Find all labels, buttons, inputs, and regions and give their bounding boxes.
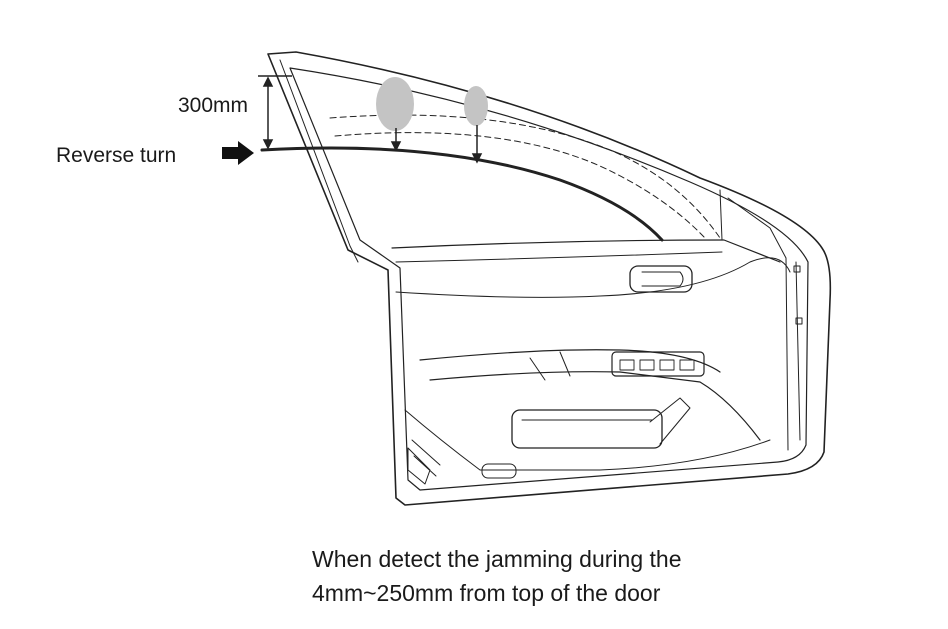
obstacle-large bbox=[376, 77, 414, 131]
caption-line-2: 4mm~250mm from top of the door bbox=[312, 580, 661, 606]
rear-pillar bbox=[719, 189, 789, 451]
obstacle-arrowhead-2 bbox=[471, 153, 483, 164]
pillar-hole-2 bbox=[795, 317, 803, 325]
switch-panel bbox=[611, 351, 705, 377]
door-outline bbox=[267, 51, 832, 506]
belt-line-lower bbox=[395, 251, 723, 263]
pillar-hole-1 bbox=[793, 265, 801, 273]
rear-pillar-inner bbox=[795, 261, 801, 441]
armrest-recess bbox=[529, 351, 571, 381]
inner-handle-lever bbox=[641, 271, 684, 287]
glass-dashed-upper bbox=[329, 114, 721, 239]
caption-line-1: When detect the jamming during the bbox=[312, 546, 682, 572]
lower-trim bbox=[404, 409, 771, 471]
front-frame bbox=[279, 59, 359, 263]
right-arrow-icon bbox=[222, 141, 254, 165]
caption: When detect the jamming during the 4mm~2… bbox=[312, 542, 681, 610]
inner-handle bbox=[629, 265, 693, 293]
glass-dashed-lower bbox=[334, 132, 706, 239]
belt-line bbox=[391, 239, 781, 263]
glass-position-line bbox=[260, 146, 664, 242]
trim-curve bbox=[395, 257, 791, 298]
dimension-label: 300mm bbox=[178, 94, 249, 117]
reverse-turn-label: Reverse turn bbox=[56, 144, 177, 167]
switch-buttons bbox=[619, 359, 695, 371]
armrest-top bbox=[419, 349, 721, 373]
door-pocket-inner bbox=[521, 397, 691, 445]
dimension-arrow-bottom bbox=[262, 139, 274, 150]
door-inner-frame bbox=[289, 67, 809, 491]
obstacle-small bbox=[464, 86, 488, 126]
dimension-arrow-top bbox=[262, 76, 274, 87]
armrest-bottom bbox=[429, 371, 761, 441]
reflector bbox=[481, 463, 517, 479]
obstacle-arrowhead-1 bbox=[390, 141, 402, 152]
door-pocket bbox=[511, 409, 663, 449]
speaker-grille bbox=[407, 439, 441, 485]
